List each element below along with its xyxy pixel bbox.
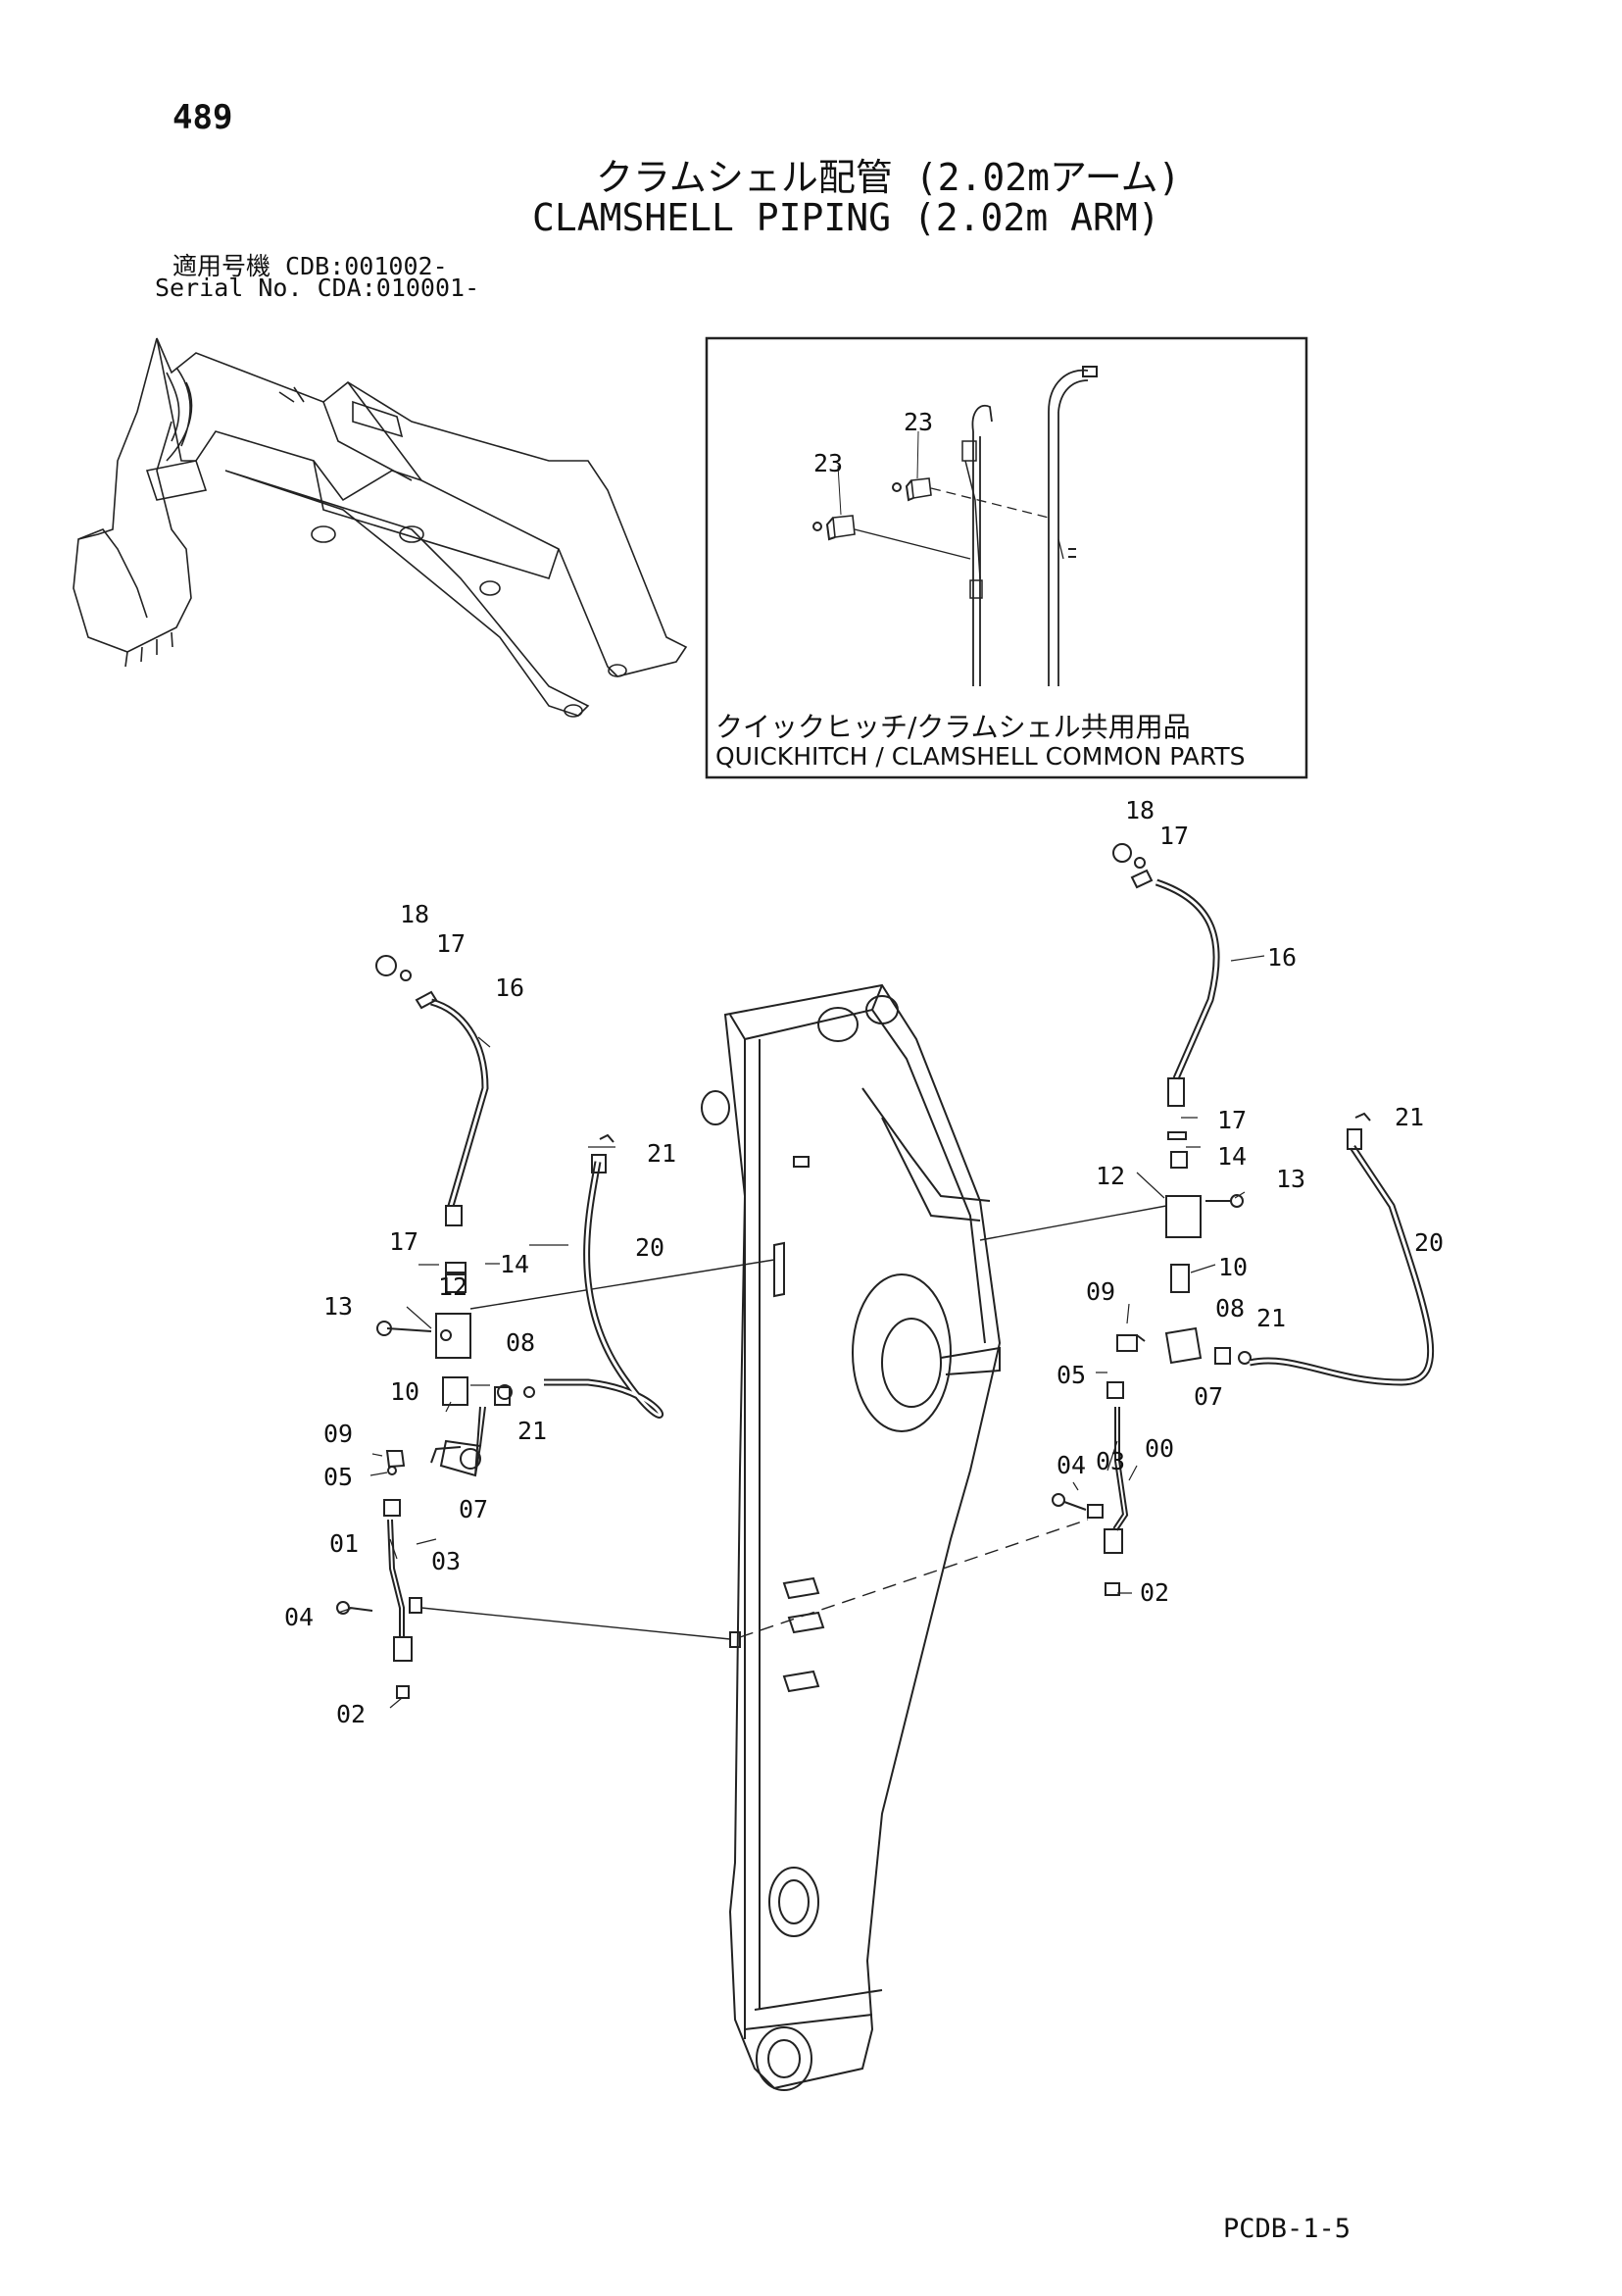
inset-caption-japanese: クイックヒッチ/クラムシェル共用用品 (715, 711, 1191, 743)
inset-part-label: 23 (813, 449, 844, 477)
part-label: 21 (517, 1417, 548, 1445)
part-label: 14 (500, 1250, 530, 1278)
part-label: 08 (1215, 1294, 1246, 1323)
part-label: 17 (389, 1227, 419, 1256)
part-label: 21 (1395, 1103, 1425, 1131)
right-hose-assembly (1052, 843, 1435, 1596)
part-label: 18 (1125, 796, 1155, 824)
part-label: 20 (1414, 1228, 1445, 1257)
part-label: 21 (1256, 1304, 1287, 1332)
inset-common-parts-box (705, 336, 1308, 779)
part-label: 09 (323, 1420, 354, 1448)
page-number: 489 (172, 98, 233, 137)
part-label: 10 (390, 1377, 420, 1406)
connection-lines (420, 1205, 1167, 1640)
serial-number-english: Serial No. CDA:010001- (155, 274, 480, 302)
page-title-english: CLAMSHELL PIPING (2.02m ARM) (532, 196, 1160, 239)
part-label: 21 (647, 1139, 677, 1168)
part-label: 03 (1096, 1447, 1126, 1475)
part-label: 07 (1194, 1382, 1224, 1411)
part-label: 09 (1086, 1277, 1116, 1306)
inset-caption-english: QUICKHITCH / CLAMSHELL COMMON PARTS (715, 742, 1246, 771)
part-label: 17 (436, 929, 467, 958)
part-label: 02 (1140, 1578, 1170, 1607)
part-label: 16 (495, 973, 525, 1002)
part-label: 02 (336, 1700, 367, 1728)
inset-part-label: 23 (904, 408, 934, 436)
part-label: 01 (329, 1529, 360, 1558)
part-label: 14 (1217, 1142, 1248, 1171)
part-label: 05 (1057, 1361, 1087, 1389)
part-label: 12 (1096, 1162, 1126, 1190)
part-label: 13 (1276, 1165, 1306, 1193)
part-label: 10 (1218, 1253, 1249, 1281)
part-label: 13 (323, 1292, 354, 1321)
part-label: 04 (284, 1603, 315, 1631)
part-label: 00 (1145, 1434, 1175, 1463)
part-label: 07 (459, 1495, 489, 1523)
part-label: 17 (1159, 822, 1190, 850)
excavator-overview-sketch (73, 337, 688, 718)
document-code: PCDB-1-5 (1223, 2214, 1352, 2244)
arm-structure (701, 983, 1002, 2091)
part-label: 18 (400, 900, 430, 928)
part-label: 05 (323, 1463, 354, 1491)
part-label: 12 (438, 1273, 468, 1301)
page-title-japanese: クラムシェル配管 (2.02mアーム) (596, 156, 1181, 199)
part-label: 17 (1217, 1106, 1248, 1134)
label-leaders (337, 955, 1265, 1709)
part-label: 08 (506, 1328, 536, 1357)
part-label: 20 (635, 1233, 665, 1262)
part-label: 03 (431, 1547, 462, 1575)
part-label: 04 (1057, 1451, 1087, 1479)
part-label: 16 (1267, 943, 1298, 972)
serial-number-japanese: 適用号機 CDB:001002- (172, 252, 448, 280)
left-hose-assembly (336, 955, 664, 1699)
